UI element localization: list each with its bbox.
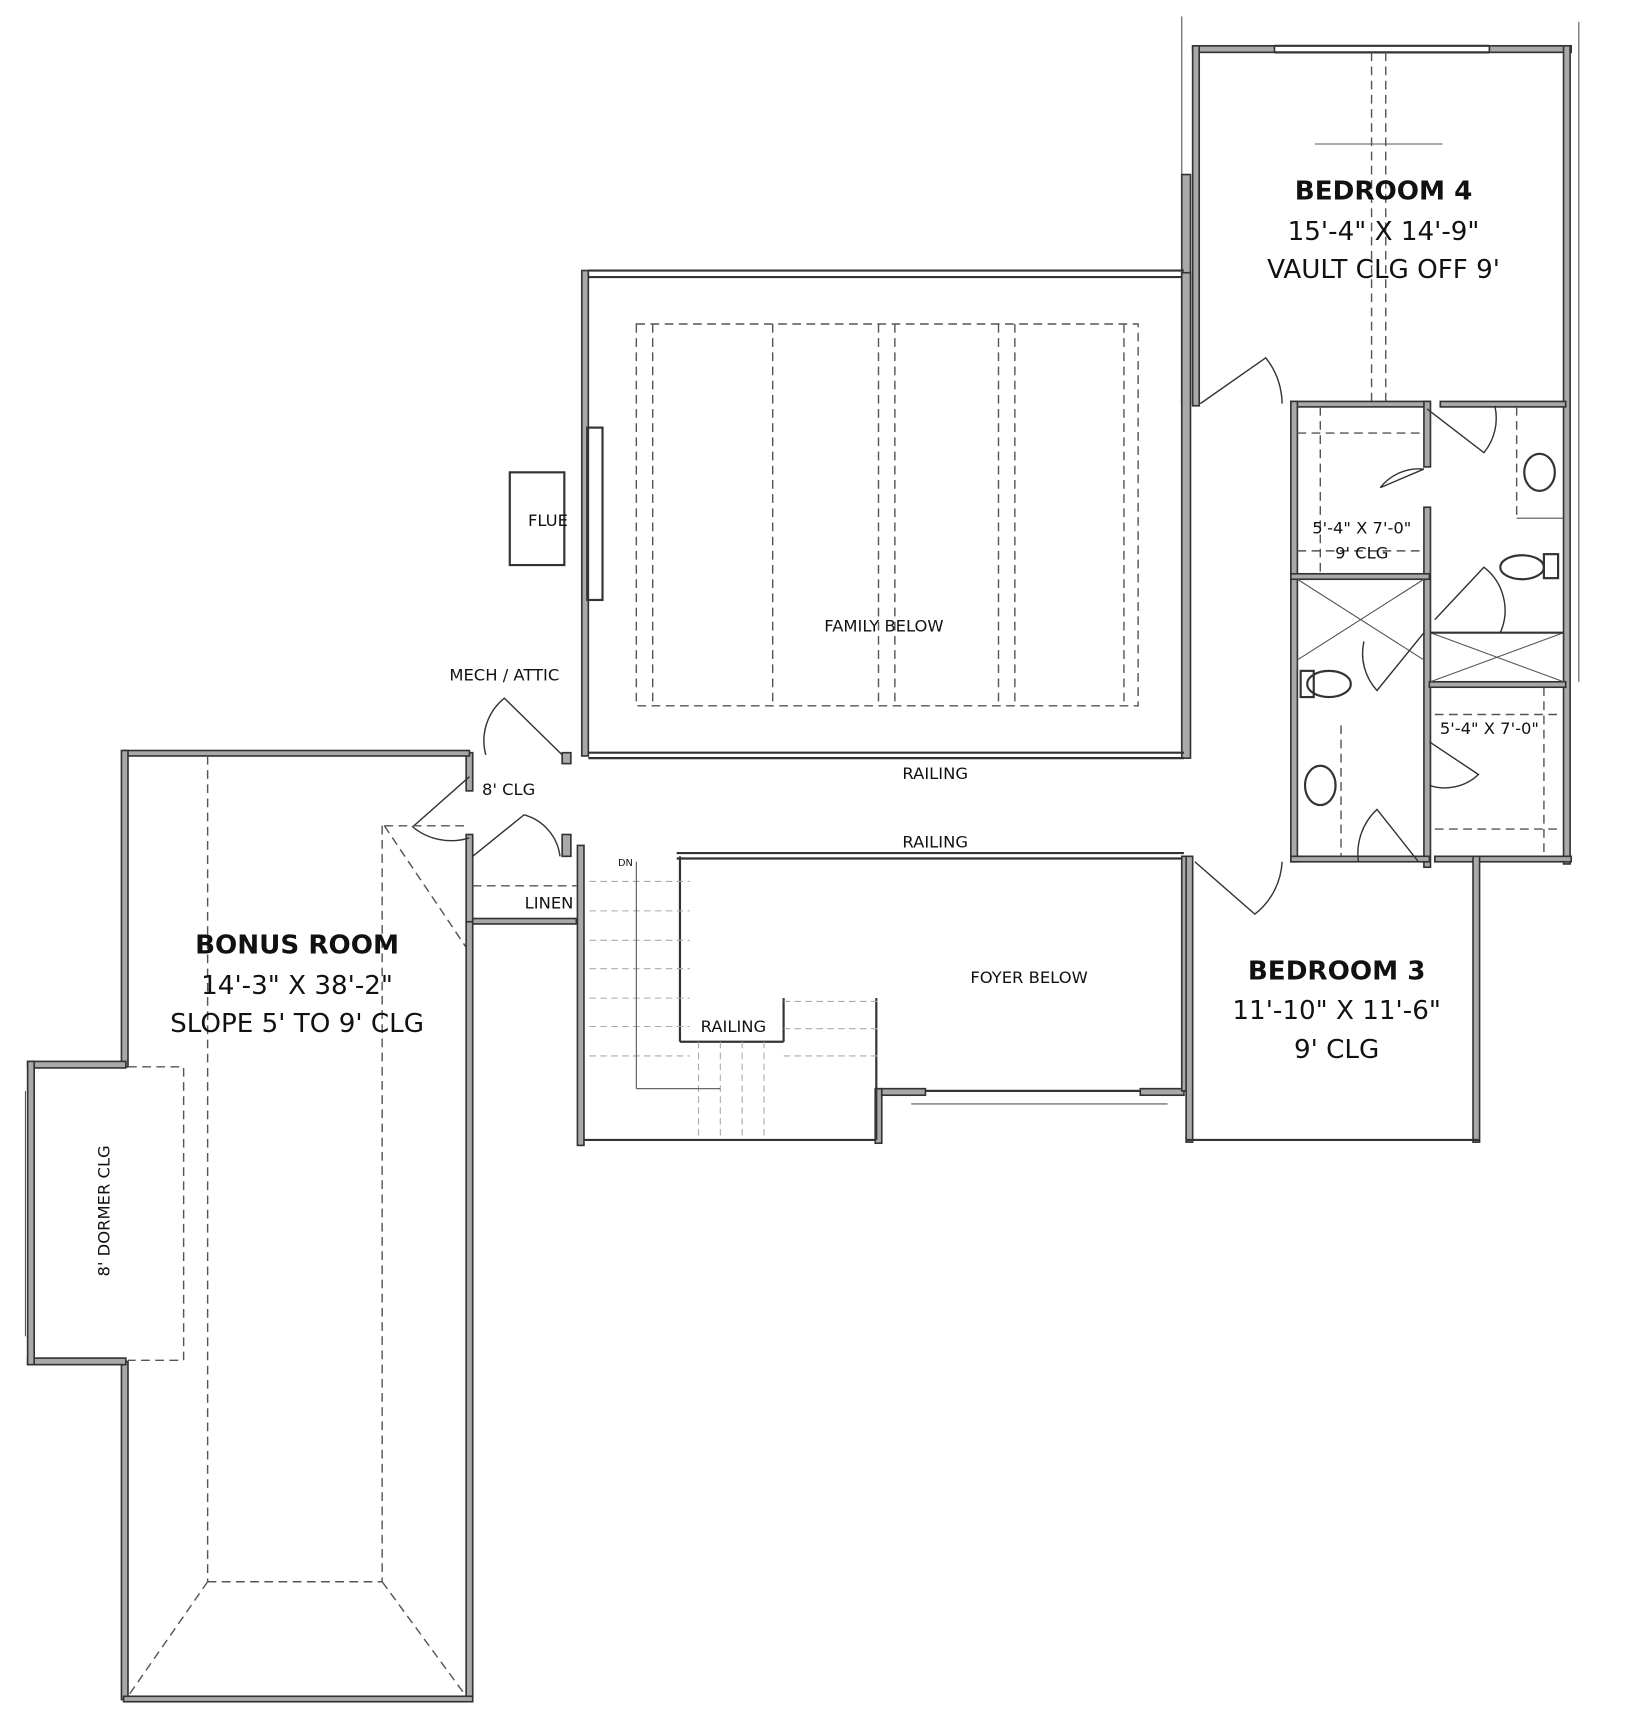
bedroom-3-ceiling: 9' CLG — [1294, 1035, 1379, 1065]
family-area — [508, 269, 1192, 759]
dormer-label: 8' DORMER CLG — [94, 1145, 113, 1276]
foyer-stairs — [576, 844, 1190, 1147]
hall-mech-linen — [383, 697, 578, 950]
linen-label: LINEN — [525, 894, 574, 913]
bath-closet-walls — [1199, 356, 1573, 869]
mech-attic-label: MECH / ATTIC — [449, 666, 559, 685]
flue-label: FLUE — [528, 511, 568, 530]
bonus-room-walls — [24, 749, 474, 1703]
railing-lower-label: RAILING — [902, 833, 968, 852]
foyer-below-label: FOYER BELOW — [970, 968, 1087, 987]
bonus-room-size: 14'-3" X 38'-2" — [201, 971, 393, 1001]
closet-2-size: 5'-4" X 7'-0" — [1440, 719, 1539, 738]
bedroom-3-name: BEDROOM 3 — [1248, 957, 1426, 987]
bedroom-4-ceiling: VAULT CLG OFF 9' — [1267, 255, 1500, 285]
family-below-label: FAMILY BELOW — [824, 617, 943, 636]
bedroom-4-size: 15'-4" X 14'-9" — [1288, 217, 1480, 247]
closet-1-ceiling: 9' CLG — [1335, 544, 1388, 563]
hall-ceiling-label: 8' CLG — [482, 780, 535, 799]
railing-stair-label: RAILING — [701, 1017, 767, 1036]
bedroom-3-size: 11'-10" X 11'-6" — [1232, 996, 1440, 1026]
bonus-room-name: BONUS ROOM — [195, 930, 399, 960]
closet-1-size: 5'-4" X 7'-0" — [1312, 518, 1411, 537]
bonus-room-ceiling: SLOPE 5' TO 9' CLG — [170, 1009, 424, 1039]
stair-down-label: DN — [618, 858, 633, 869]
railings — [588, 751, 1184, 860]
bedroom-3-walls — [1185, 855, 1481, 1143]
railing-upper-label: RAILING — [902, 764, 968, 783]
bedroom-4-name: BEDROOM 4 — [1295, 177, 1473, 207]
